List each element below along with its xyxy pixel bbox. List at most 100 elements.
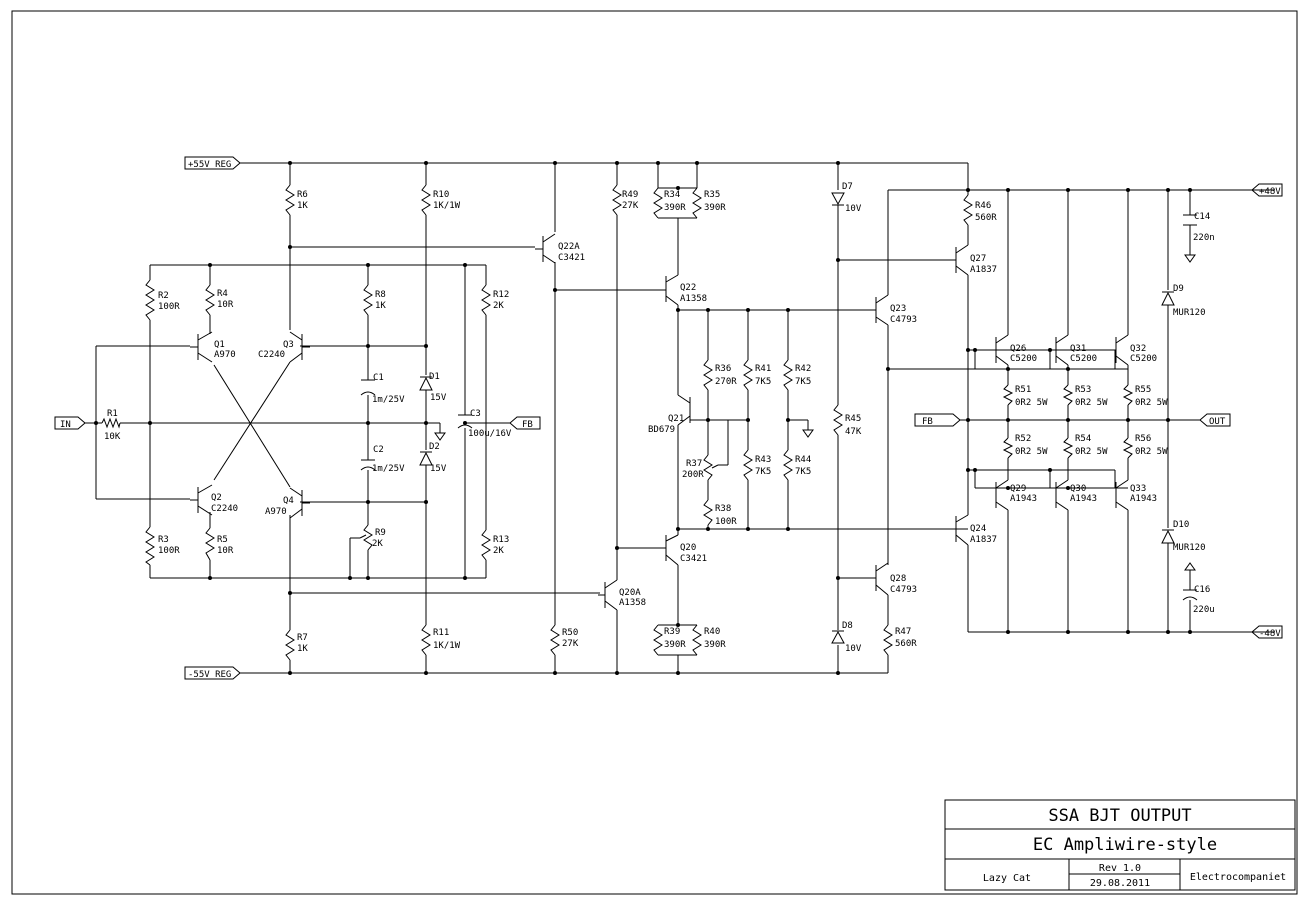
R45-value: 47K bbox=[845, 427, 862, 437]
Q33-ref: Q33 bbox=[1130, 484, 1146, 494]
rail-neg-55-label: -55V REG bbox=[188, 670, 231, 680]
R47-ref: R47 bbox=[895, 627, 911, 637]
R45-ref: R45 bbox=[845, 414, 861, 424]
R42-value: 7K5 bbox=[795, 377, 811, 387]
R44-ref: R44 bbox=[795, 455, 811, 465]
Q22-ref: Q22 bbox=[680, 283, 696, 293]
R5-value: 10R bbox=[217, 546, 234, 556]
Q23-ref: Q23 bbox=[890, 304, 906, 314]
Q20-ref: Q20 bbox=[680, 543, 696, 553]
R56-value: 0R2 5W bbox=[1135, 447, 1168, 457]
title-text: SSA BJT OUTPUT bbox=[1048, 806, 1191, 826]
Q31-value: C5200 bbox=[1070, 354, 1097, 364]
R9-ref: R9 bbox=[375, 528, 386, 538]
R11-value: 1K/1W bbox=[433, 641, 461, 651]
Q24-ref: Q24 bbox=[970, 524, 986, 534]
Q22A-ref: Q22A bbox=[558, 242, 580, 252]
D8-ref: D8 bbox=[842, 621, 853, 631]
R35-value: 390R bbox=[704, 203, 726, 213]
Q28-value: C4793 bbox=[890, 585, 917, 595]
Q30-ref: Q30 bbox=[1070, 484, 1086, 494]
Q20-value: C3421 bbox=[680, 554, 707, 564]
R6-value: 1K bbox=[297, 201, 308, 211]
Q26-ref: Q26 bbox=[1010, 344, 1026, 354]
R5-ref: R5 bbox=[217, 535, 228, 545]
R36-ref: R36 bbox=[715, 364, 731, 374]
Q33-value: A1943 bbox=[1130, 494, 1157, 504]
R52-ref: R52 bbox=[1015, 434, 1031, 444]
R4-value: 10R bbox=[217, 300, 234, 310]
D10-value: MUR120 bbox=[1173, 543, 1206, 553]
R39-ref: R39 bbox=[664, 627, 680, 637]
sheet-border bbox=[11, 10, 1298, 895]
fb-left-label: FB bbox=[522, 420, 533, 430]
Q2-value: C2240 bbox=[211, 504, 238, 514]
Q26-value: C5200 bbox=[1010, 354, 1037, 364]
R40-ref: R40 bbox=[704, 627, 720, 637]
input-label: IN bbox=[60, 420, 71, 430]
R50-ref: R50 bbox=[562, 628, 578, 638]
R9-value: 2K bbox=[372, 539, 383, 549]
Q28-ref: Q28 bbox=[890, 574, 906, 584]
Q30-value: A1943 bbox=[1070, 494, 1097, 504]
D8-value: 10V bbox=[845, 644, 862, 654]
R42-ref: R42 bbox=[795, 364, 811, 374]
Q4-value: A970 bbox=[265, 507, 287, 517]
R51-value: 0R2 5W bbox=[1015, 398, 1048, 408]
R7-ref: R7 bbox=[297, 633, 308, 643]
R34-ref: R34 bbox=[664, 190, 680, 200]
R53-ref: R53 bbox=[1075, 385, 1091, 395]
Q24-value: A1837 bbox=[970, 535, 997, 545]
junctions bbox=[94, 161, 1192, 675]
D9-ref: D9 bbox=[1173, 284, 1184, 294]
R55-value: 0R2 5W bbox=[1135, 398, 1168, 408]
Q22A-value: C3421 bbox=[558, 253, 585, 263]
Q20A-ref: Q20A bbox=[619, 588, 641, 598]
R1-value: 10K bbox=[104, 432, 121, 442]
R6-ref: R6 bbox=[297, 190, 308, 200]
company-text: Electrocompaniet bbox=[1190, 872, 1286, 883]
R35-ref: R35 bbox=[704, 190, 720, 200]
D10-ref: D10 bbox=[1173, 520, 1189, 530]
R38-value: 100R bbox=[715, 517, 737, 527]
Q27-value: A1837 bbox=[970, 265, 997, 275]
Q29-ref: Q29 bbox=[1010, 484, 1026, 494]
R39-value: 390R bbox=[664, 640, 686, 650]
component-symbols bbox=[101, 184, 1198, 661]
date-text: 29.08.2011 bbox=[1090, 878, 1150, 889]
R3-value: 100R bbox=[158, 546, 180, 556]
R8-value: 1K bbox=[375, 301, 386, 311]
R10-value: 1K/1W bbox=[433, 201, 461, 211]
R49-ref: R49 bbox=[622, 190, 638, 200]
R3-ref: R3 bbox=[158, 535, 169, 545]
Q21-value: BD679 bbox=[648, 425, 675, 435]
C2-ref: C2 bbox=[373, 445, 384, 455]
Q27-ref: Q27 bbox=[970, 254, 986, 264]
R44-value: 7K5 bbox=[795, 467, 811, 477]
Q4-ref: Q4 bbox=[283, 496, 294, 506]
R37-ref: R37 bbox=[686, 459, 702, 469]
R55-ref: R55 bbox=[1135, 385, 1151, 395]
D1-ref: D1 bbox=[429, 372, 440, 382]
Q20A-value: A1358 bbox=[619, 598, 646, 608]
rail-pos-55-label: +55V REG bbox=[188, 160, 231, 170]
Q2-ref: Q2 bbox=[211, 493, 222, 503]
R4-ref: R4 bbox=[217, 289, 228, 299]
fb-right-label: FB bbox=[922, 417, 933, 427]
output-label: OUT bbox=[1209, 417, 1226, 427]
R43-value: 7K5 bbox=[755, 467, 771, 477]
Q23-value: C4793 bbox=[890, 315, 917, 325]
R13-value: 2K bbox=[493, 546, 504, 556]
Q1-value: A970 bbox=[214, 350, 236, 360]
Q29-value: A1943 bbox=[1010, 494, 1037, 504]
C2-value: 1m/25V bbox=[372, 464, 405, 474]
Q21-ref: Q21 bbox=[668, 414, 684, 424]
revision-text: Rev 1.0 bbox=[1099, 863, 1141, 874]
R49-value: 27K bbox=[622, 201, 639, 211]
C1-ref: C1 bbox=[373, 373, 384, 383]
title-block: SSA BJT OUTPUT EC Ampliwire-style Lazy C… bbox=[944, 799, 1296, 891]
R13-ref: R13 bbox=[493, 535, 509, 545]
R40-value: 390R bbox=[704, 640, 726, 650]
